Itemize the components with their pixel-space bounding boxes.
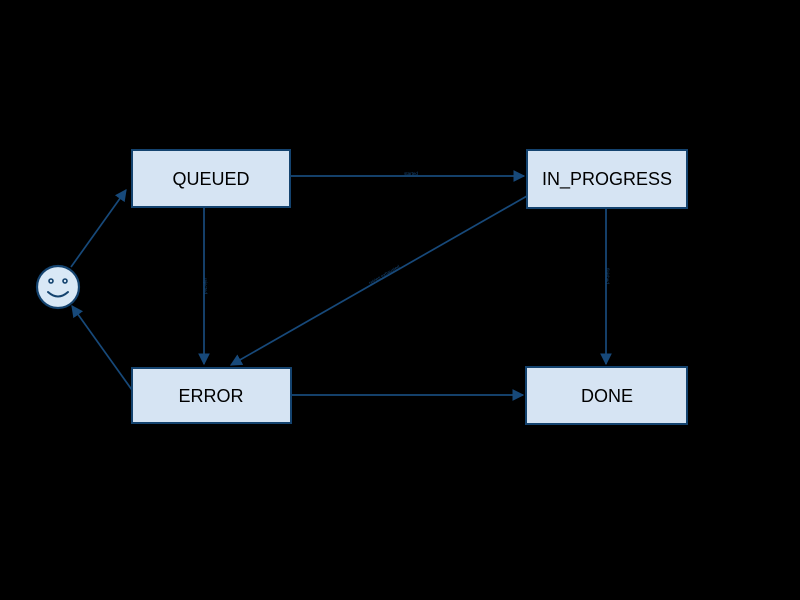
edge-error-to-initial bbox=[71, 305, 133, 391]
in-progress-node-label: IN_PROGRESS bbox=[542, 169, 672, 190]
edge-in-progress-to-done: finished bbox=[600, 208, 612, 366]
done-node-label: DONE bbox=[581, 386, 633, 406]
edge-label-in-progress-to-error: retries exhausted bbox=[368, 264, 401, 286]
state-node-in-progress: IN_PROGRESS bbox=[526, 149, 688, 209]
error-node-box bbox=[131, 367, 292, 424]
initial-state-node bbox=[35, 264, 81, 310]
smiley-mouth-icon bbox=[47, 291, 69, 298]
edge-line-error-to-initial bbox=[71, 305, 133, 391]
queued-node-label: QUEUED bbox=[172, 169, 249, 189]
edge-queued-to-in-progress: started bbox=[290, 170, 526, 182]
edge-label-queued-to-error: rejected bbox=[203, 278, 208, 295]
edge-line-in-progress-to-error bbox=[229, 195, 528, 366]
edge-initial-to-queued bbox=[70, 189, 127, 268]
done-node-box bbox=[525, 366, 688, 425]
queued-node-box bbox=[131, 149, 291, 208]
edge-line-initial-to-queued bbox=[70, 189, 127, 268]
state-node-done: DONE bbox=[525, 366, 688, 425]
edge-label-queued-to-in-progress: started bbox=[404, 171, 418, 176]
edge-in-progress-to-error: retries exhausted bbox=[229, 195, 528, 366]
smiley-face-icon bbox=[35, 264, 81, 310]
edge-label-in-progress-to-done: finished bbox=[605, 268, 610, 284]
smiley-left-eye-icon bbox=[48, 278, 54, 284]
smiley-right-eye-icon bbox=[62, 278, 68, 284]
in-progress-node-box bbox=[526, 149, 688, 209]
state-node-error: ERROR bbox=[131, 367, 292, 424]
edge-queued-to-error: rejected bbox=[198, 207, 210, 366]
state-node-queued: QUEUED bbox=[131, 149, 291, 208]
error-node-label: ERROR bbox=[178, 386, 243, 406]
